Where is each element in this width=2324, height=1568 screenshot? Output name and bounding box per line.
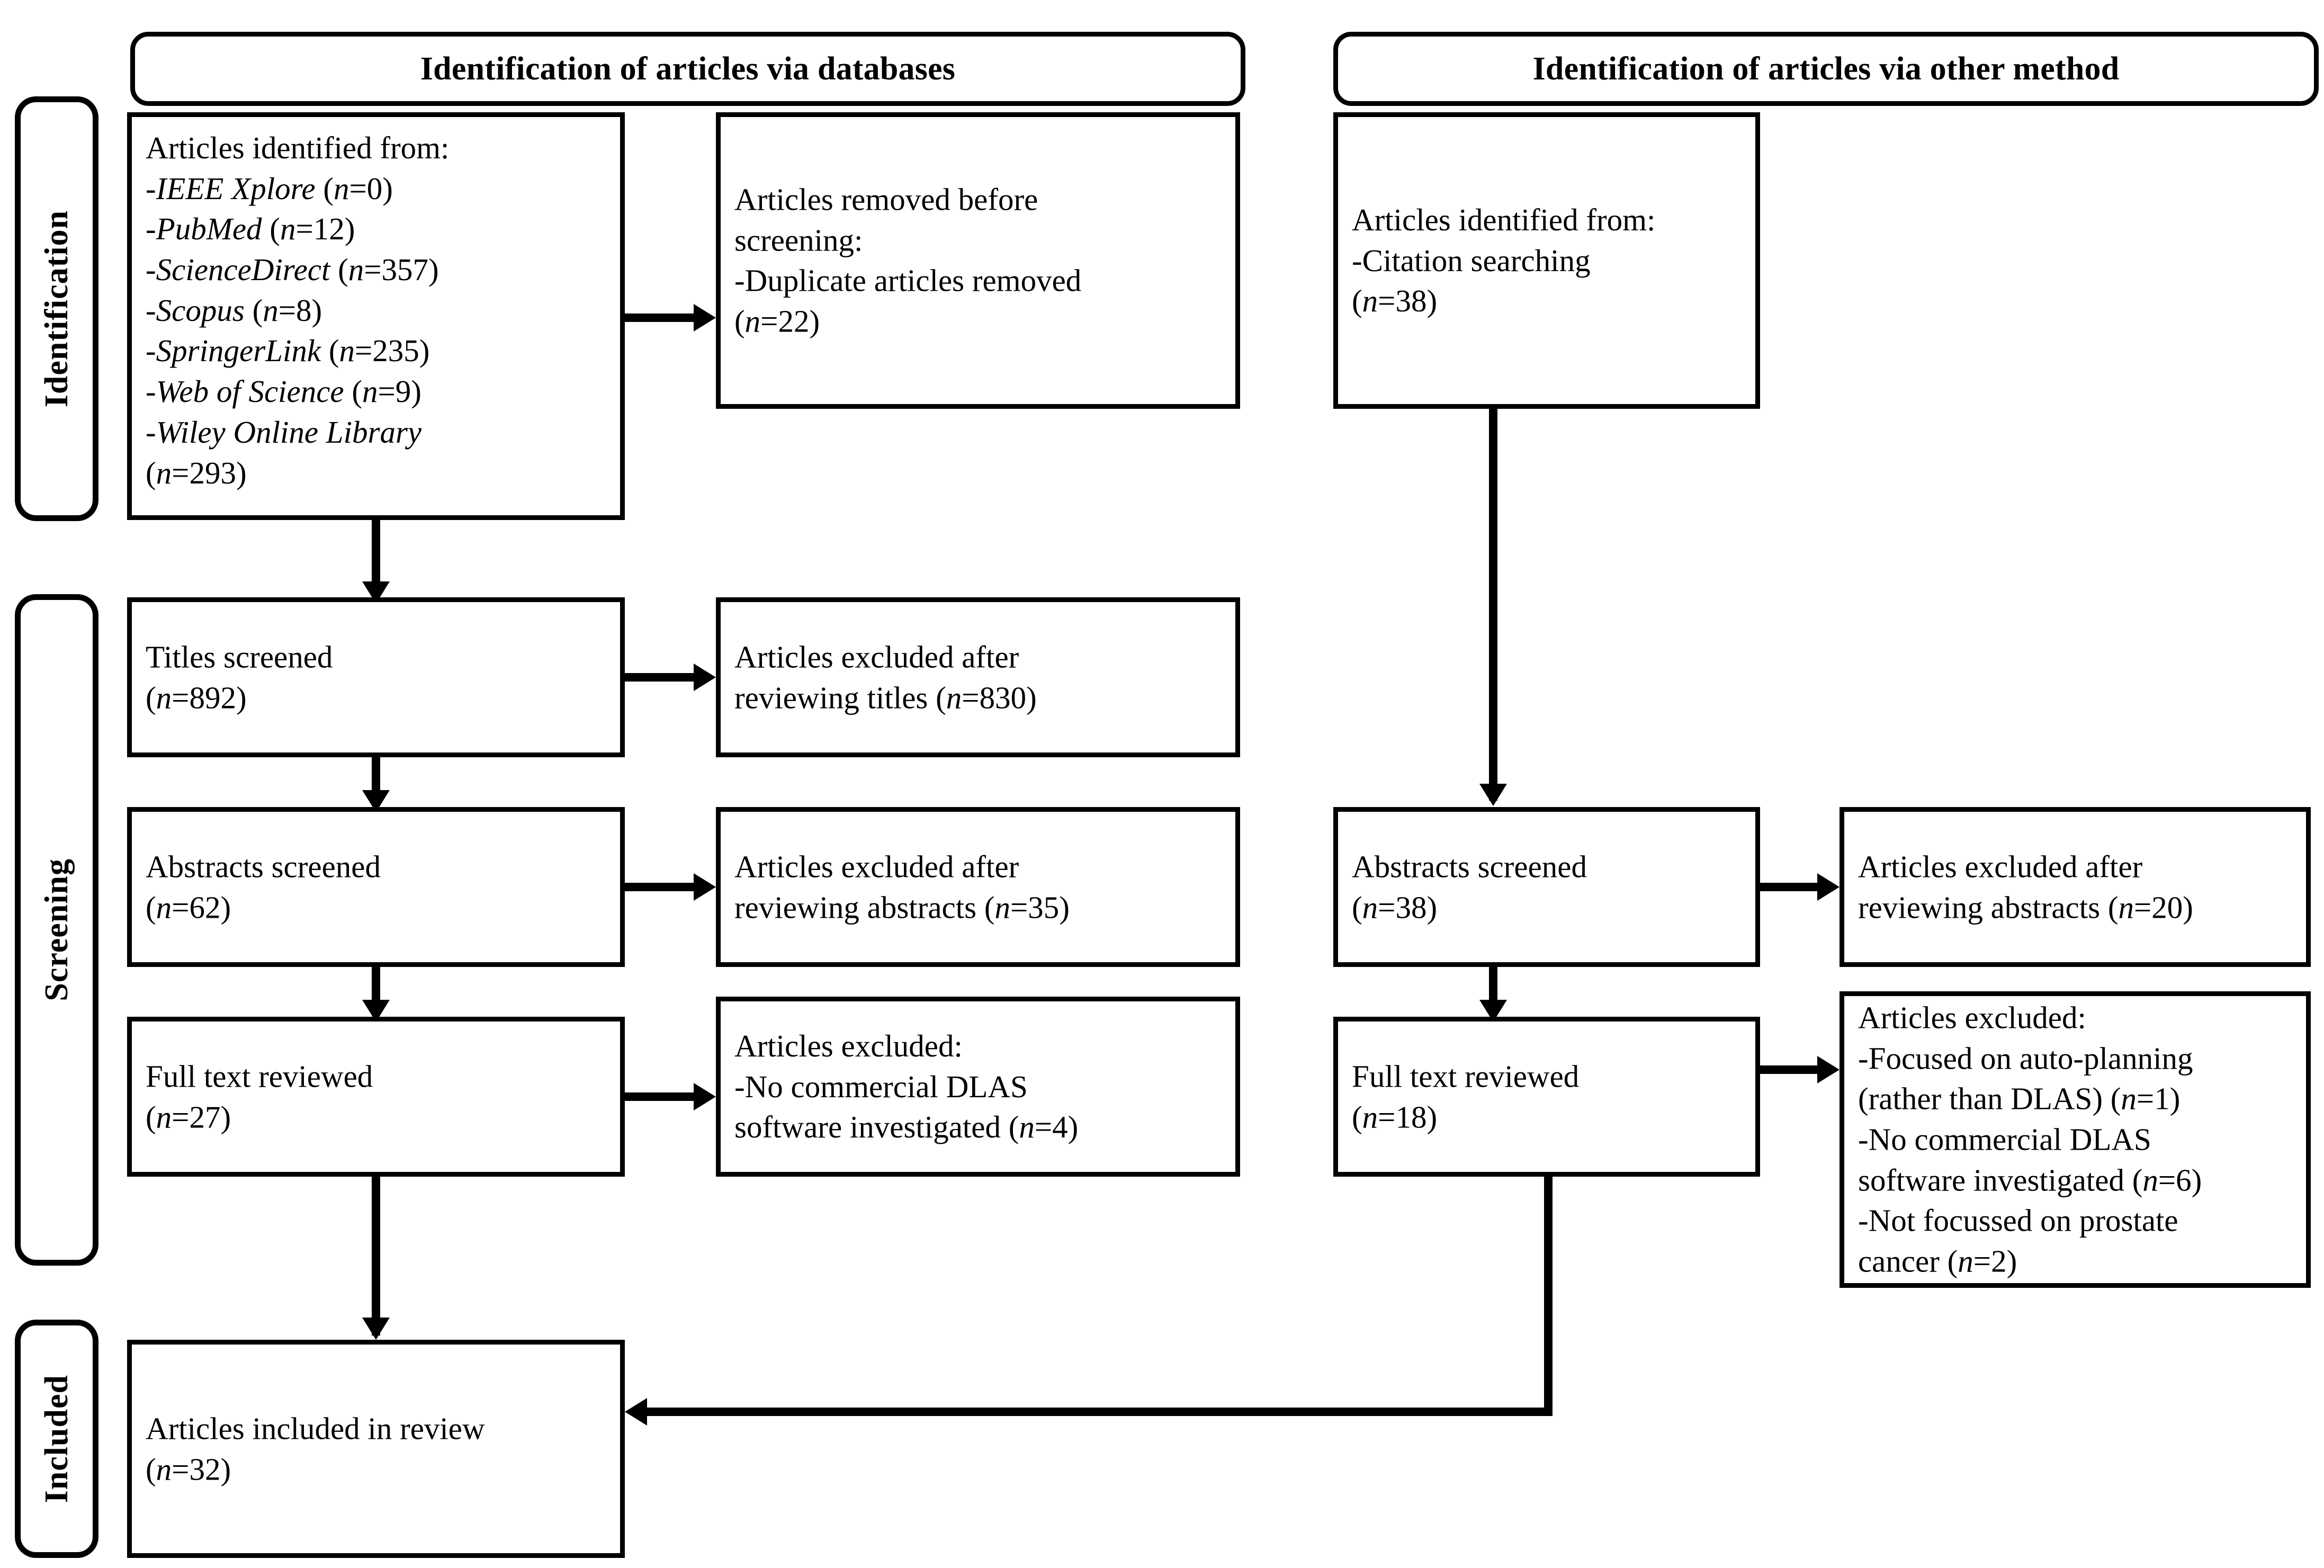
box-db-identified-text: Articles identified from:-IEEE Xplore (n… (146, 130, 450, 490)
connector-db-identified-to-titles (372, 520, 380, 594)
box-db-identified: Articles identified from:-IEEE Xplore (n… (127, 112, 625, 520)
connector-fulltext-to-fulltext-excluded (625, 1092, 695, 1101)
arrowhead-other-abstracts-to-excluded (1817, 873, 1840, 901)
arrowhead-abstracts-to-abstracts-excluded (694, 873, 716, 901)
connector-db-identified-to-removed (625, 313, 695, 322)
stage-bar-identification: Identification (15, 96, 98, 521)
box-db-abstracts-screened-text: Abstracts screened(n=62) (146, 849, 381, 925)
box-other-fulltext-excluded-text: Articles excluded:-Focused on auto-plann… (1858, 1000, 2202, 1279)
connector-other-abstracts-to-excluded (1760, 883, 1818, 891)
box-articles-included-in-review-text: Articles included in review(n=32) (146, 1411, 485, 1486)
box-db-titles-screened: Titles screened(n=892) (127, 597, 625, 757)
connector-other-fulltext-down (1544, 1177, 1553, 1416)
box-other-identified-text: Articles identified from:-Citation searc… (1352, 202, 1656, 319)
stage-bar-identification-label: Identification (38, 210, 75, 408)
box-articles-included-in-review: Articles included in review(n=32) (127, 1340, 625, 1558)
connector-titles-to-titles-excluded (625, 673, 695, 682)
arrowhead-other-fulltext-to-excluded (1817, 1056, 1840, 1083)
arrowhead-fulltext-to-included (362, 1318, 390, 1340)
box-other-abstracts-screened-text: Abstracts screened(n=38) (1352, 849, 1587, 925)
arrowhead-other-fulltext-to-included (625, 1398, 647, 1426)
column-header-databases: Identification of articles via databases (130, 32, 1245, 106)
column-header-databases-label: Identification of articles via databases (420, 50, 956, 87)
connector-fulltext-to-included (372, 1177, 380, 1336)
connector-abstracts-to-abstracts-excluded (625, 883, 695, 891)
box-db-fulltext-reviewed: Full text reviewed(n=27) (127, 1017, 625, 1177)
box-db-fulltext-reviewed-text: Full text reviewed(n=27) (146, 1059, 373, 1134)
stage-bar-included-label: Included (38, 1374, 75, 1503)
connector-other-fulltext-to-excluded (1760, 1065, 1818, 1074)
column-header-other-method: Identification of articles via other met… (1333, 32, 2319, 106)
connector-other-identified-to-abstracts (1489, 409, 1497, 801)
stage-bar-screening-label: Screening (38, 858, 75, 1001)
box-other-fulltext-reviewed: Full text reviewed(n=18) (1333, 1017, 1760, 1177)
arrowhead-db-identified-to-removed (694, 304, 716, 331)
arrowhead-fulltext-to-fulltext-excluded (694, 1083, 716, 1110)
box-db-titles-screened-text: Titles screened(n=892) (146, 639, 333, 715)
stage-bar-included: Included (15, 1320, 98, 1558)
stage-bar-screening: Screening (15, 594, 98, 1266)
arrowhead-titles-to-titles-excluded (694, 664, 716, 691)
box-other-fulltext-excluded: Articles excluded:-Focused on auto-plann… (1840, 991, 2311, 1288)
arrowhead-other-identified-to-abstracts (1479, 784, 1507, 806)
box-other-identified: Articles identified from:-Citation searc… (1333, 112, 1760, 409)
box-other-abstracts-screened: Abstracts screened(n=38) (1333, 807, 1760, 967)
box-db-abstracts-screened: Abstracts screened(n=62) (127, 807, 625, 967)
column-header-other-method-label: Identification of articles via other met… (1532, 50, 2120, 87)
box-other-fulltext-reviewed-text: Full text reviewed(n=18) (1352, 1059, 1580, 1134)
connector-other-fulltext-to-included-horizontal (646, 1408, 1553, 1416)
